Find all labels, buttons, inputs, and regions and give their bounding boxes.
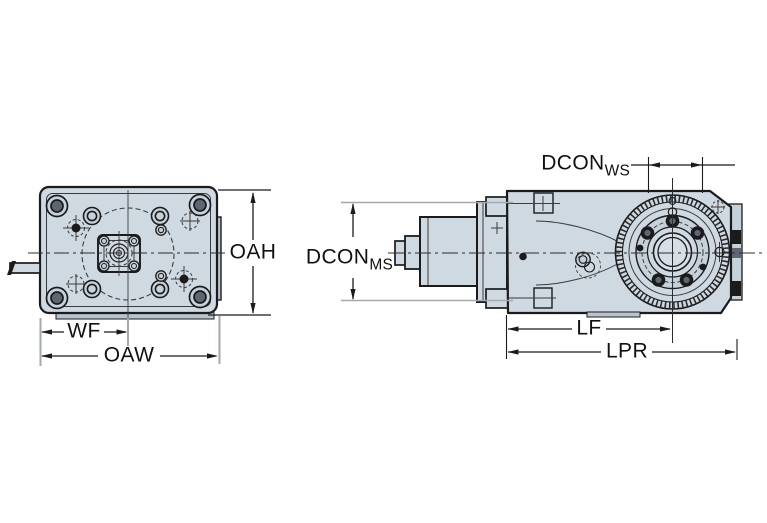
side-strip-tab-mid [732, 248, 741, 258]
dimension-dcon-ms [341, 201, 513, 302]
side-coupling [394, 201, 508, 303]
side-clamp-tab-bottom [485, 288, 509, 309]
side-body-details [508, 192, 622, 309]
dcon-ms-subscript: MS [369, 256, 393, 274]
side-strip-tab-2 [731, 281, 741, 296]
side-disc-screws [636, 214, 707, 287]
front-body-inner-outline [46, 193, 211, 307]
dimension-wf [39, 318, 129, 366]
dimension-lpr [507, 339, 738, 360]
dimension-lf [505, 315, 671, 359]
side-bottom-foot [586, 311, 641, 318]
dcon-ws-base: DCON [541, 151, 605, 175]
dimension-oaw [41, 316, 221, 364]
dimension-label-lf: LF [576, 316, 602, 340]
side-strip-tab-1 [731, 230, 741, 244]
dimension-label-oah: OAH [229, 240, 277, 264]
side-pin-dot [519, 252, 527, 261]
front-center-block-screws [98, 235, 140, 272]
side-disc-knurl [615, 195, 730, 309]
front-alignment-markers [63, 211, 200, 294]
front-left-tab-tip [7, 261, 16, 275]
dimension-dcon-ws [631, 157, 735, 193]
front-corner-bolts [45, 193, 212, 310]
front-screws [82, 206, 170, 299]
dimension-label-dcon-ms: DCONMS [305, 245, 393, 273]
dcon-ms-base: DCON [305, 245, 370, 269]
dcon-ws-subscript: WS [604, 162, 630, 180]
front-view [7, 185, 228, 322]
side-clamp-tab-top [485, 196, 509, 217]
dimension-label-lpr: LPR [605, 339, 649, 363]
dimension-label-dcon-ws: DCONWS [541, 151, 630, 179]
dimension-label-wf: WF [67, 319, 101, 343]
dimension-label-oaw: OAW [103, 343, 155, 367]
dimension-oah [208, 189, 271, 316]
side-view [388, 178, 762, 343]
side-right-markers [711, 200, 725, 262]
